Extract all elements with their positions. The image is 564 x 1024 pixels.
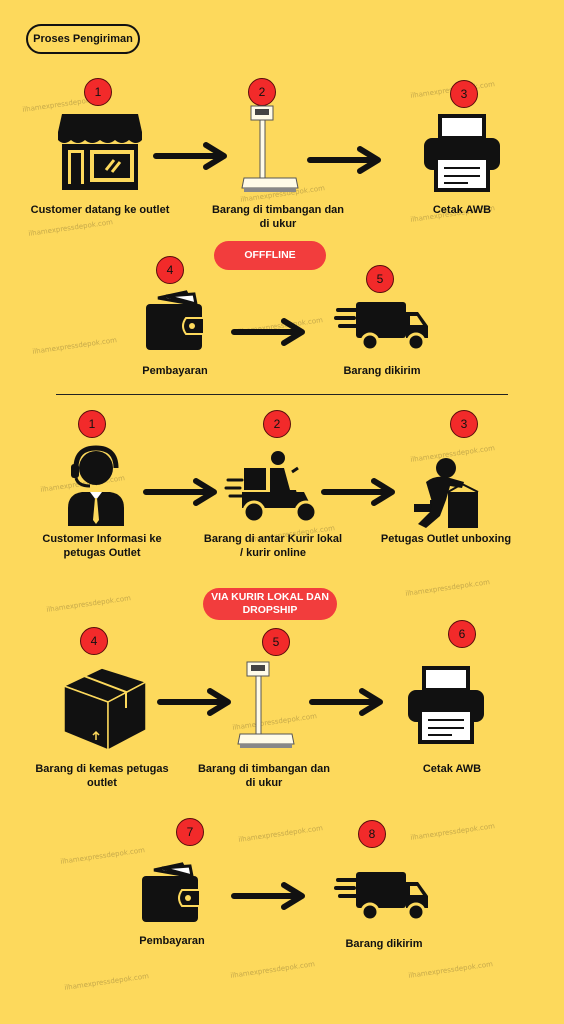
- arrow-right-icon: [143, 478, 217, 506]
- printer-icon: [424, 114, 500, 192]
- section-divider: [56, 394, 508, 395]
- delivery-truck-icon: [334, 302, 428, 352]
- printer-icon: [408, 666, 484, 744]
- step-number-badge: 8: [358, 820, 386, 848]
- step-number-badge: 4: [156, 256, 184, 284]
- scooter-courier-icon: [224, 451, 318, 524]
- scale-icon: [241, 105, 299, 192]
- arrow-right-icon: [231, 882, 305, 910]
- watermark-text: ilhamexpressdepok.com: [27, 218, 114, 238]
- step-label: Barang di timbangan dan di ukur: [211, 204, 344, 230]
- step-label: Barang di timbangan dan di ukur: [197, 763, 330, 789]
- arrow-right-icon: [231, 318, 305, 346]
- step-label: Cetak AWB: [422, 763, 482, 775]
- page-title: Proses Pengiriman: [26, 24, 140, 54]
- step-number-badge: 3: [450, 410, 478, 438]
- step-label: Customer datang ke outlet: [30, 204, 170, 216]
- watermark-text: ilhamexpressdepok.com: [409, 822, 496, 842]
- step-number-badge: 2: [263, 410, 291, 438]
- step-label: Pembayaran: [139, 935, 205, 947]
- step-label: Barang di kemas petugas outlet: [35, 763, 169, 789]
- delivery-truck-icon: [334, 872, 428, 922]
- watermark-text: ilhamexpressdepok.com: [31, 336, 118, 356]
- arrow-right-icon: [309, 688, 383, 716]
- watermark-text: ilhamexpressdepok.com: [237, 824, 324, 844]
- courier-section-label: VIA KURIR LOKAL DAN DROPSHIP: [203, 588, 337, 620]
- watermark-text: ilhamexpressdepok.com: [59, 846, 146, 866]
- watermark-text: ilhamexpressdepok.com: [63, 972, 150, 992]
- step-label: Petugas Outlet unboxing: [380, 533, 512, 545]
- wallet-icon: [142, 862, 201, 922]
- step-number-badge: 6: [448, 620, 476, 648]
- watermark-text: ilhamexpressdepok.com: [45, 594, 132, 614]
- arrow-right-icon: [321, 478, 395, 506]
- arrow-right-icon: [157, 688, 231, 716]
- step-number-badge: 3: [450, 80, 478, 108]
- step-label: Pembayaran: [142, 365, 208, 377]
- offline-section-label: OFFFLINE: [214, 241, 326, 270]
- wallet-icon: [146, 290, 205, 350]
- watermark-text: ilhamexpressdepok.com: [229, 960, 316, 980]
- watermark-text: ilhamexpressdepok.com: [404, 578, 491, 598]
- step-label: Customer Informasi ke petugas Outlet: [42, 533, 162, 559]
- step-label: Barang dikirim: [345, 938, 423, 950]
- package-box-icon: [62, 667, 148, 752]
- storefront-icon: [58, 114, 142, 190]
- customer-service-icon: [68, 445, 124, 526]
- step-label: Barang dikirim: [343, 365, 421, 377]
- step-number-badge: 2: [248, 78, 276, 106]
- scale-icon: [237, 661, 295, 748]
- step-label: Barang di antar Kurir lokal / kurir onli…: [203, 533, 343, 559]
- step-number-badge: 5: [366, 265, 394, 293]
- step-number-badge: 1: [78, 410, 106, 438]
- step-label: Cetak AWB: [432, 204, 492, 216]
- step-number-badge: 7: [176, 818, 204, 846]
- step-number-badge: 5: [262, 628, 290, 656]
- worker-unboxing-icon: [414, 458, 479, 528]
- step-number-badge: 1: [84, 78, 112, 106]
- step-number-badge: 4: [80, 627, 108, 655]
- arrow-right-icon: [307, 146, 381, 174]
- arrow-right-icon: [153, 142, 227, 170]
- watermark-text: ilhamexpressdepok.com: [407, 960, 494, 980]
